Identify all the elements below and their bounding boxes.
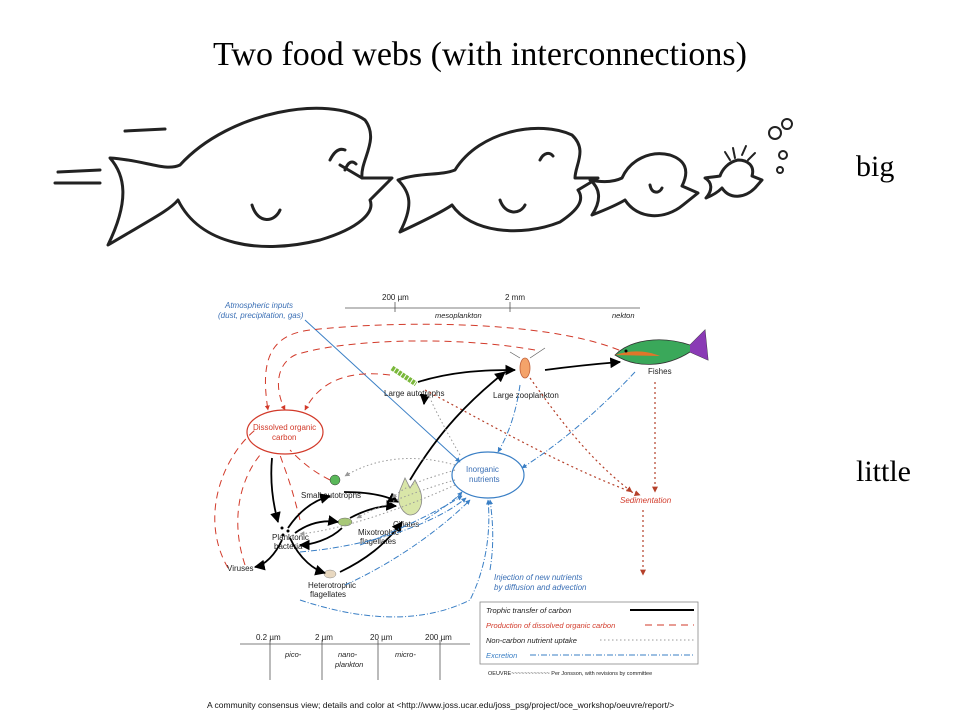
fish-nekton-icon — [614, 329, 709, 365]
large-autotrophs-label: Large autotrophs — [384, 389, 445, 398]
ciliates-label: Ciliates — [393, 520, 419, 529]
large-zooplankton-icon — [509, 347, 546, 379]
injection-label-2: by diffusion and advection — [494, 583, 587, 592]
legend-label-nutrient: Non-carbon nutrient uptake — [486, 636, 577, 645]
scale-pico: pico- — [284, 650, 302, 659]
little-label: little — [856, 455, 911, 488]
heterotrophic-icon — [323, 569, 337, 579]
mixotrophic-label-2: flagellates — [360, 537, 396, 546]
inorganic-nutrients-node — [451, 451, 525, 499]
scale-200um-bottom: 200 µm — [425, 633, 452, 642]
heterotrophic-label: Heterotrophic — [308, 581, 356, 590]
legend: Trophic transfer of carbon Production of… — [486, 606, 694, 660]
legend-label-trophic: Trophic transfer of carbon — [486, 606, 571, 615]
doc-node — [246, 409, 324, 455]
ciliate-icon — [398, 477, 423, 516]
scale-02um: 0.2 µm — [256, 633, 281, 642]
inorganic-label: Inorganic — [466, 465, 499, 474]
bacteria-label: Planktonic — [272, 533, 309, 542]
mixotrophic-label: Mixotrophic — [358, 528, 399, 537]
legend-label-excretion: Excretion — [486, 651, 517, 660]
atmospheric-label: Atmospheric inputs — [224, 301, 293, 310]
scale-2um: 2 µm — [315, 633, 333, 642]
scale-20um: 20 µm — [370, 633, 393, 642]
injection-label: Injection of new nutrients — [494, 573, 583, 582]
scale-200um-top: 200 µm — [382, 293, 409, 302]
scale-2mm: 2 mm — [505, 293, 525, 302]
credit-line: OEUVRE~~~~~~~~~~~~ Per Jonsson, with rev… — [488, 671, 652, 677]
large-autotroph-icon — [390, 365, 418, 387]
inorganic-label-2: nutrients — [469, 475, 500, 484]
viruses-label: Viruses — [227, 564, 254, 573]
fishes-label: Fishes — [648, 367, 672, 376]
small-autotroph-icon — [329, 474, 341, 486]
heterotrophic-label-2: flagellates — [310, 590, 346, 599]
bacteria-label-2: bacteria — [274, 542, 303, 551]
bacteria-icon — [280, 526, 290, 537]
scale-nano: nano- — [338, 650, 358, 659]
atmospheric-sub: (dust, precipitation, gas) — [218, 311, 304, 320]
scale-nekton: nekton — [612, 311, 635, 320]
slide-title: Two food webs (with interconnections) — [213, 36, 747, 73]
scale-micro: micro- — [395, 650, 416, 659]
doc-label: Dissolved organic — [253, 423, 316, 432]
large-zooplankton-label: Large zooplankton — [493, 391, 559, 400]
sedimentation-label: Sedimentation — [620, 496, 672, 505]
legend-box — [479, 601, 699, 665]
scale-mesoplankton: mesoplankton — [435, 311, 482, 320]
big-label: big — [856, 150, 895, 183]
legend-label-doc: Production of dissolved organic carbon — [486, 621, 615, 630]
doc-label-2: carbon — [272, 433, 296, 442]
footer-note: A community consensus view; details and … — [207, 700, 674, 710]
scale-plankton: plankton — [334, 660, 363, 669]
